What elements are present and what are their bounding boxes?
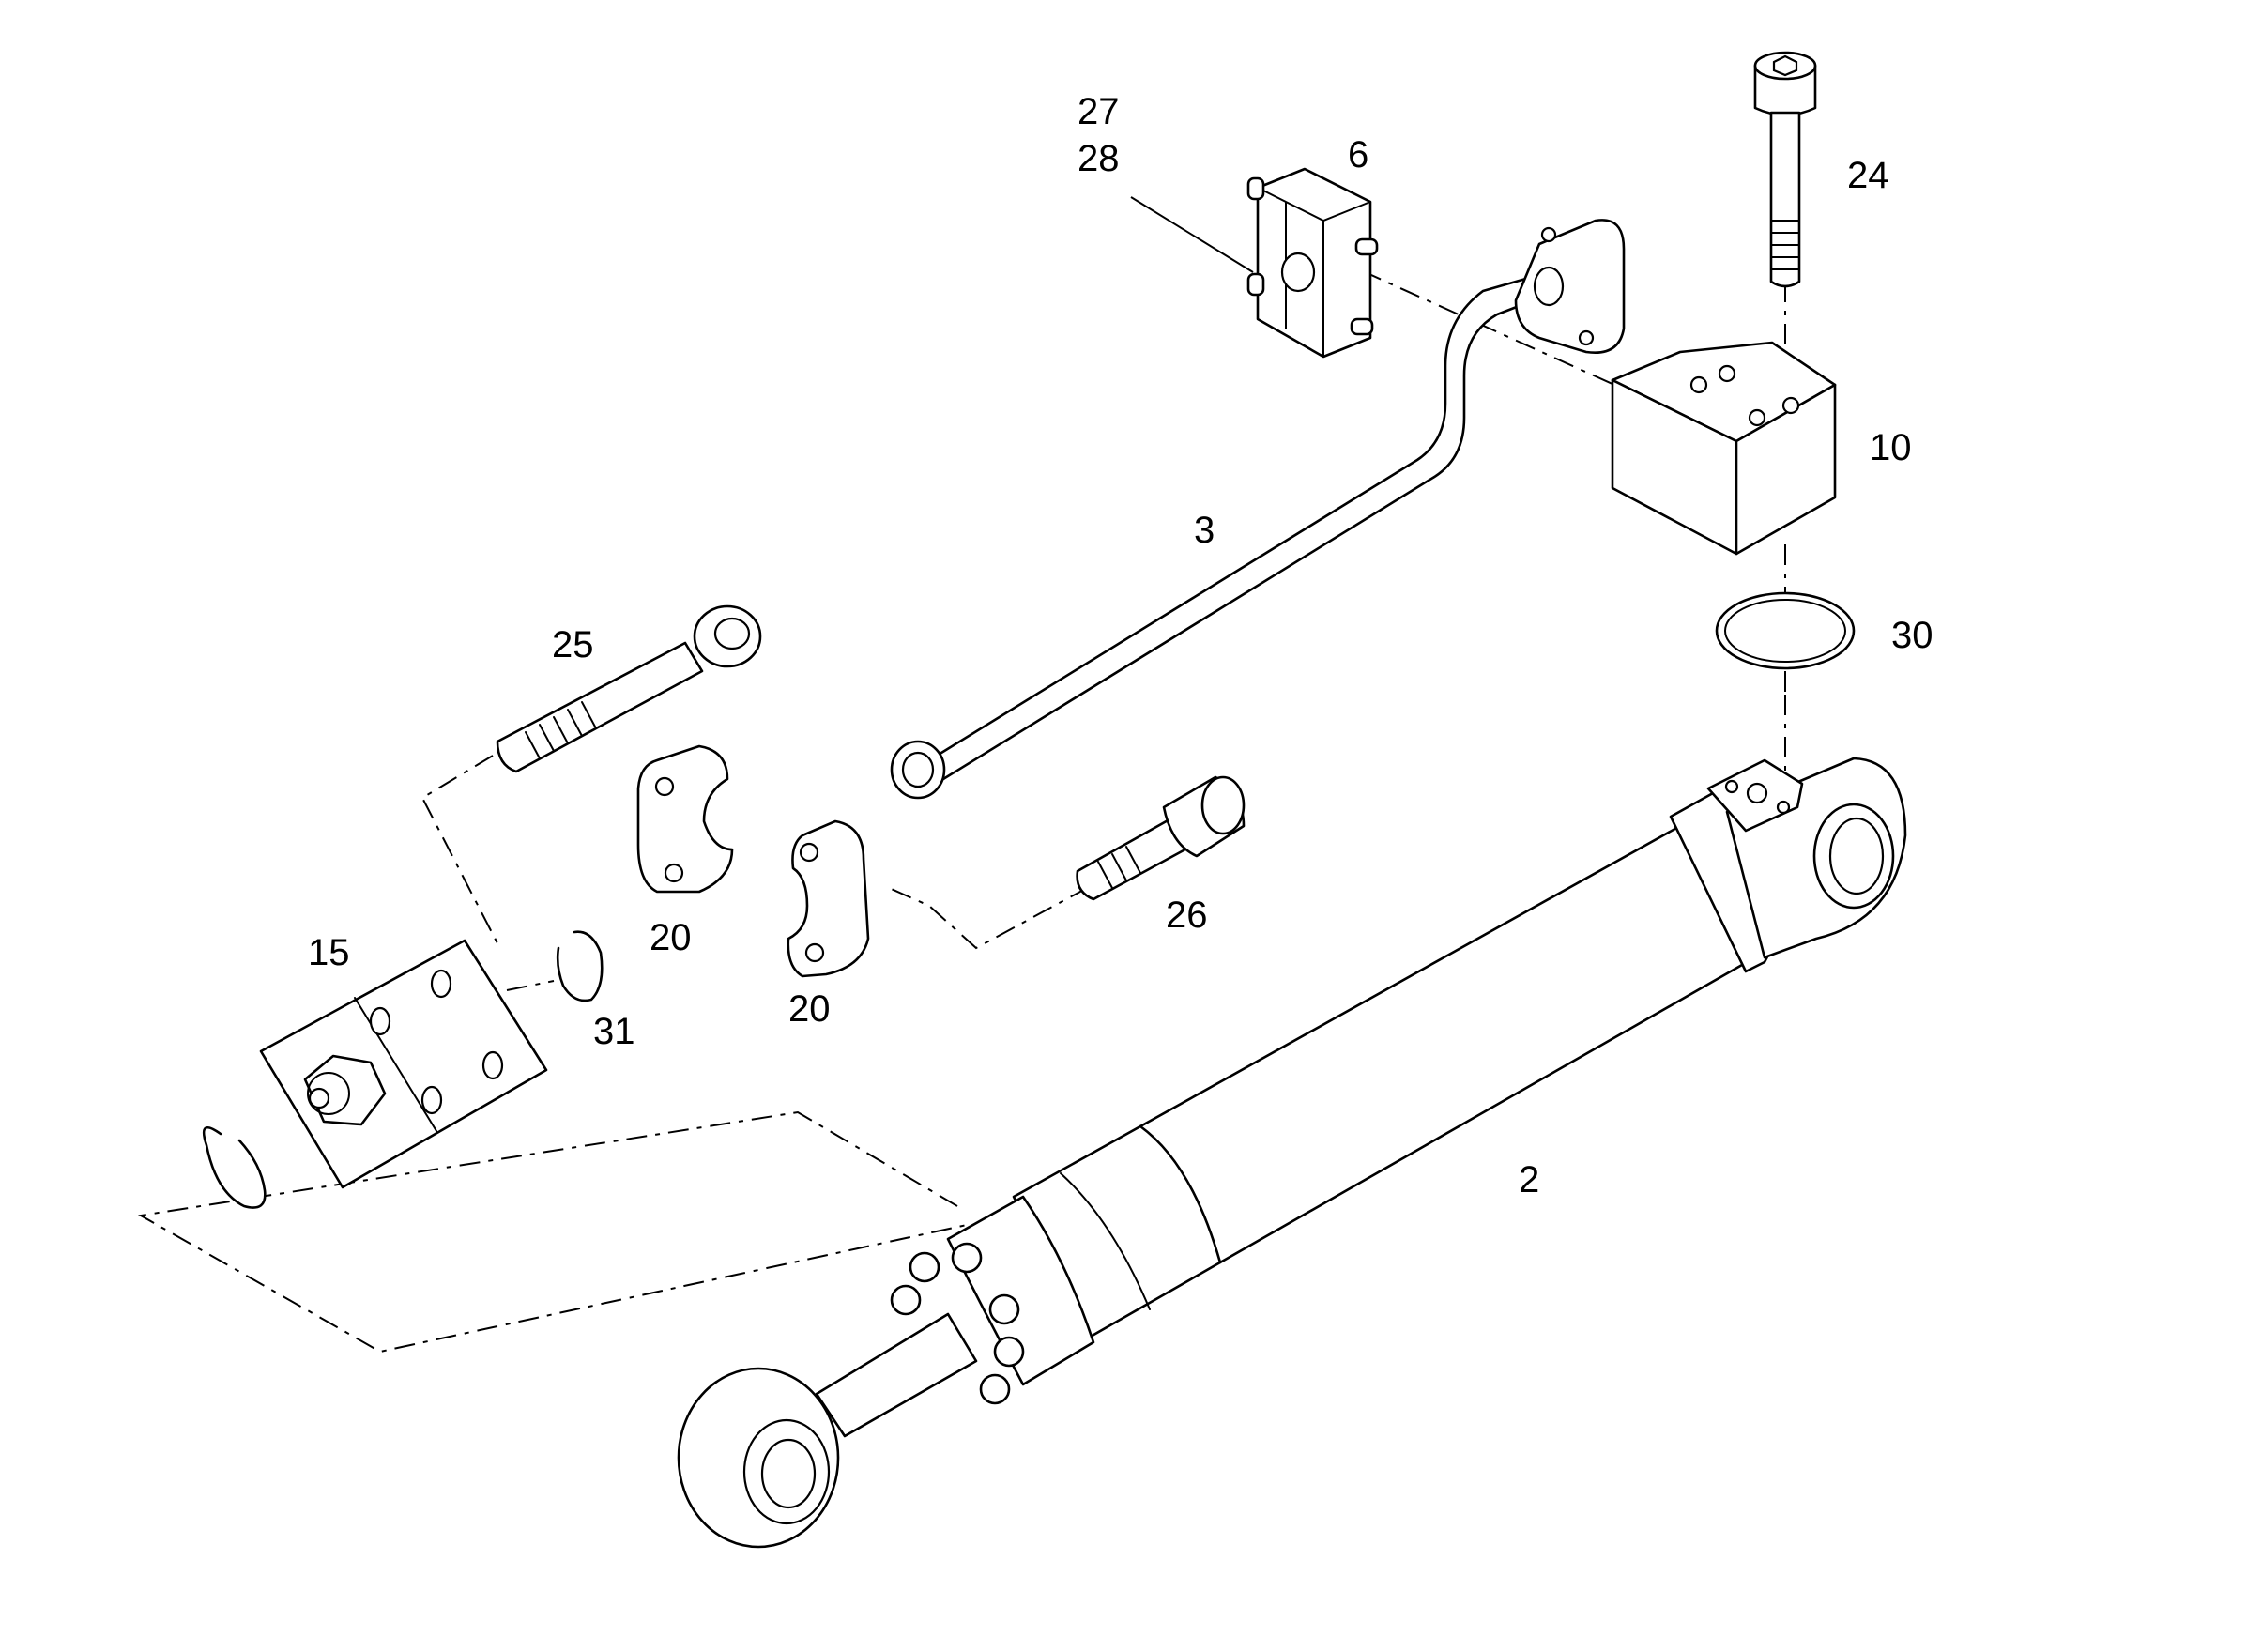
callout-26: 26 <box>1166 895 1208 936</box>
screw-part-25 <box>496 604 762 773</box>
retaining-ring-left <box>202 1125 267 1209</box>
valve-port-2 <box>1718 364 1736 383</box>
screw25-head-socket <box>713 617 751 650</box>
plate-15-hole-4 <box>481 1050 504 1080</box>
valve-port-4 <box>1781 396 1800 415</box>
split-flange-20b-hole-1 <box>799 842 819 863</box>
leader-27-28 <box>1130 196 1254 273</box>
clamp-stud-1 <box>1354 237 1379 256</box>
callout-15: 15 <box>308 932 350 973</box>
valve-block-part-10 <box>1611 341 1837 556</box>
split-flange-20a-body <box>636 744 734 894</box>
cylinder-barrel <box>1139 824 1757 1264</box>
cylinder-flange-bolt-5 <box>993 1336 1025 1368</box>
cylinder-flange-bolt-2 <box>951 1242 983 1274</box>
callout-2: 2 <box>1519 1159 1539 1201</box>
valve-port-3 <box>1748 408 1766 427</box>
dashline-screw26-to-clamp <box>886 886 1090 950</box>
callout-31: 31 <box>593 1011 635 1052</box>
cylinder-flange-bolt-6 <box>979 1373 1011 1405</box>
split-flange-part-20b <box>787 819 870 978</box>
plate-15-divider <box>354 997 437 1132</box>
plate-15-nut-bore <box>308 1087 330 1109</box>
callout-28: 28 <box>1078 138 1120 179</box>
dashline-screw25-to-plate <box>420 755 498 944</box>
pipe-flange-hole <box>1533 266 1565 307</box>
pipe-end-bore <box>901 751 935 788</box>
o-ring-30-inner <box>1724 599 1846 663</box>
split-flange-20b-hole-2 <box>804 942 825 963</box>
callout-3: 3 <box>1194 510 1215 551</box>
split-flange-20a-hole-2 <box>664 863 684 883</box>
plate-15-hole-1 <box>369 1006 391 1036</box>
plate-15-hole-2 <box>430 969 452 999</box>
cylinder-eye-rear-bore <box>1828 817 1885 895</box>
screw24-shank <box>1769 111 1801 288</box>
callout-20-lower: 20 <box>788 988 831 1030</box>
screw25-shank <box>496 641 704 773</box>
pipe-part-3 <box>890 219 1626 800</box>
callout-30: 30 <box>1891 615 1933 656</box>
screw26-head-top <box>1200 775 1246 835</box>
valve-port-1 <box>1689 375 1708 394</box>
screw-part-26 <box>1076 775 1246 901</box>
split-flange-part-20a <box>636 744 734 894</box>
callout-10: 10 <box>1870 427 1912 468</box>
pipe-body <box>927 270 1560 781</box>
plate-15-nut-ring <box>307 1072 350 1115</box>
screw26-thread <box>1097 846 1141 889</box>
clamp-stud-2 <box>1350 317 1374 336</box>
clamp-block-bore <box>1280 252 1316 293</box>
retaining-ring-31-body <box>556 930 604 1002</box>
screw24-thread <box>1770 220 1800 270</box>
callout-labels: 27 28 6 24 10 3 30 25 20 20 26 15 31 2 <box>308 91 1933 1201</box>
clamp-stud-3 <box>1246 176 1265 201</box>
clamp-stud-4 <box>1246 272 1265 297</box>
cylinder-flange-bolt-1 <box>909 1251 940 1283</box>
pipe-flange <box>1514 219 1626 355</box>
hydraulic-cylinder-part-2 <box>677 757 1907 1549</box>
cylinder-rod-eye-bore <box>760 1438 817 1509</box>
split-flange-20a-hole-1 <box>654 776 675 797</box>
pipe-flange-bolt-hole-1 <box>1540 226 1557 243</box>
callout-25: 25 <box>552 624 594 665</box>
o-ring-30-outer <box>1715 591 1856 670</box>
retaining-ring-left-body <box>202 1125 267 1209</box>
valve-block-side <box>1735 383 1837 556</box>
cylinder-flange-bolt-3 <box>890 1284 922 1316</box>
cylinder-gland-ring <box>1060 1172 1151 1310</box>
plate-15-hole-3 <box>420 1085 443 1115</box>
clamp-block-part-6 <box>1246 167 1379 359</box>
plate-15-body <box>259 939 548 1189</box>
split-flange-20b-body <box>787 819 870 978</box>
screw25-thread <box>525 701 597 759</box>
cylinder-port <box>1746 782 1768 804</box>
cylinder-flange-bolt-4 <box>988 1293 1020 1325</box>
dashline-plate-to-cylinder <box>138 1110 968 1354</box>
callout-27: 27 <box>1078 91 1120 132</box>
cylinder-port-bolt-1 <box>1724 779 1739 794</box>
plate-part-15 <box>259 939 548 1189</box>
retaining-ring-part-31 <box>556 930 604 1002</box>
o-ring-part-30 <box>1715 591 1856 670</box>
screw-part-24 <box>1753 51 1817 288</box>
cylinder-port-bolt-2 <box>1776 800 1791 815</box>
cylinder-rod <box>815 1312 978 1438</box>
screw24-hex-socket <box>1772 54 1798 77</box>
cylinder-front-flange <box>946 1195 1095 1386</box>
dashline-ring31-to-plate <box>506 980 555 991</box>
callout-24: 24 <box>1847 155 1889 196</box>
pipe-flange-bolt-hole-2 <box>1578 329 1595 346</box>
callout-6: 6 <box>1348 134 1368 176</box>
callout-20-upper: 20 <box>650 917 692 958</box>
